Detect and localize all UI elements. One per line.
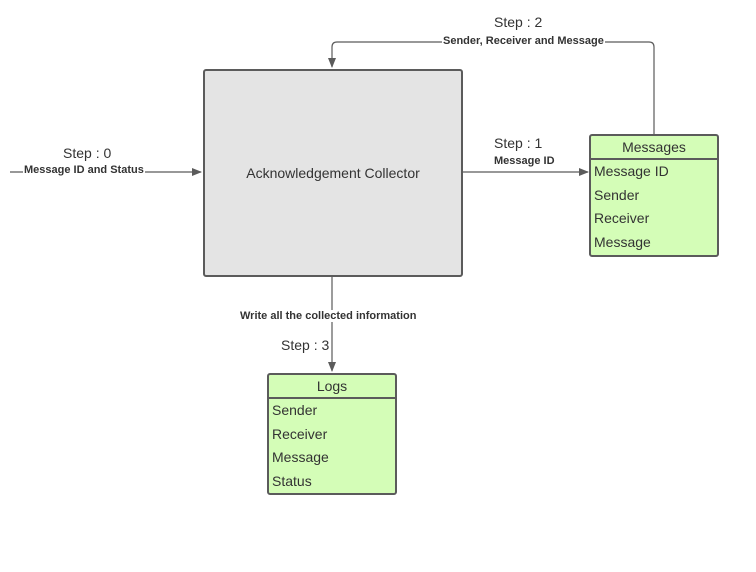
step1-label: Step : 1: [494, 135, 543, 151]
messages-table[interactable]: Messages Message ID Sender Receiver Mess…: [589, 134, 719, 257]
step0-label: Step : 0: [63, 145, 112, 161]
collector-label: Acknowledgement Collector: [246, 165, 420, 181]
logs-table[interactable]: Logs Sender Receiver Message Status: [267, 373, 397, 495]
logs-field-status: Status: [272, 472, 312, 489]
step3-edge-label: Write all the collected information: [239, 310, 418, 322]
messages-field-message: Message: [594, 233, 651, 250]
messages-field-message-id: Message ID: [594, 163, 669, 179]
logs-table-title: Logs: [269, 375, 395, 399]
messages-table-title: Messages: [591, 136, 717, 160]
messages-field-sender: Sender: [594, 186, 640, 203]
step3-label: Step : 3: [281, 337, 330, 353]
step2-label: Step : 2: [494, 14, 543, 30]
logs-field-receiver: Receiver: [272, 425, 328, 442]
step0-edge-label: Message ID and Status: [23, 164, 145, 176]
step1-edge-label: Message ID: [493, 155, 556, 167]
logs-field-message: Message: [272, 449, 329, 465]
messages-field-receiver: Receiver: [594, 210, 650, 226]
step2-edge-label: Sender, Receiver and Message: [442, 35, 605, 47]
acknowledgement-collector-box[interactable]: Acknowledgement Collector: [203, 69, 463, 277]
logs-field-sender: Sender: [272, 402, 318, 418]
